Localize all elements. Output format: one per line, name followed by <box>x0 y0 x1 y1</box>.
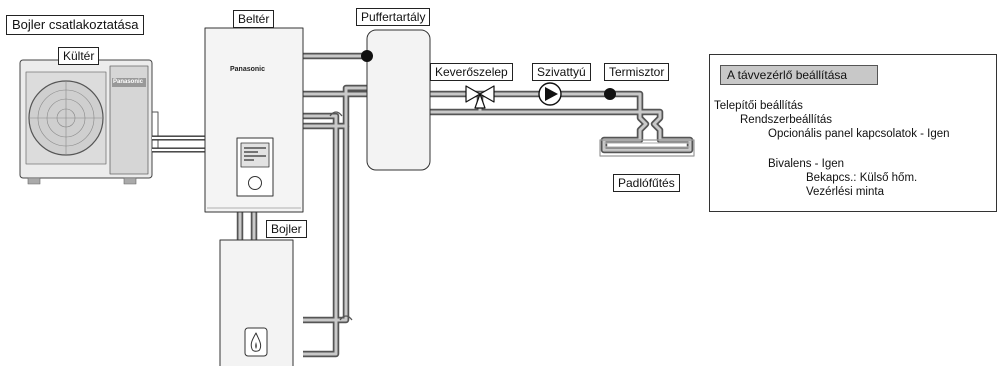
indoor-brand-label: Panasonic <box>230 66 266 73</box>
label-mixing-valve: Keverőszelep <box>430 63 513 81</box>
pipe-network <box>236 52 694 358</box>
boiler-unit <box>219 239 294 366</box>
settings-line-optional-pcb: Opcionális panel kapcsolatok - Igen <box>768 128 950 140</box>
label-pump: Szivattyú <box>532 63 591 81</box>
mixing-valve-icon <box>465 85 495 109</box>
settings-panel-header: A távvezérlő beállítása <box>720 65 878 85</box>
settings-line-bivalent: Bivalens - Igen <box>768 158 845 170</box>
remote-controller-icon <box>236 137 274 197</box>
label-boiler: Bojler <box>266 220 307 238</box>
outdoor-unit-fan-icon <box>25 71 107 165</box>
outdoor-unit <box>19 59 159 185</box>
label-buffer-tank: Puffertartály <box>356 8 431 26</box>
settings-line-control-pattern: Vezérlési minta <box>806 186 884 198</box>
settings-line-installer: Telepítői beállítás <box>714 100 803 112</box>
remote-settings-panel: A távvezérlő beállítása Telepítői beállí… <box>709 54 997 212</box>
pump-icon <box>538 82 562 106</box>
label-thermistor: Termisztor <box>604 63 670 81</box>
settings-line-turn-on: Bekapcs.: Külső hőm. <box>806 172 918 184</box>
settings-line-system: Rendszerbeállítás <box>740 114 833 126</box>
diagram-title: Bojler csatlakoztatása <box>6 15 145 35</box>
label-floor-heating: Padlófűtés <box>613 174 680 192</box>
thermistor-sensor-icon <box>604 88 616 100</box>
flame-icon <box>244 327 268 357</box>
indoor-unit <box>204 27 304 213</box>
refrigerant-lines <box>152 135 205 153</box>
label-outdoor: Kültér <box>58 47 100 65</box>
buffer-tank <box>366 29 431 171</box>
tank-sensor-icon <box>361 50 373 62</box>
label-indoor: Beltér <box>233 10 275 28</box>
floor-heating-coil <box>599 139 695 157</box>
outdoor-brand-label: Panasonic <box>113 79 144 85</box>
